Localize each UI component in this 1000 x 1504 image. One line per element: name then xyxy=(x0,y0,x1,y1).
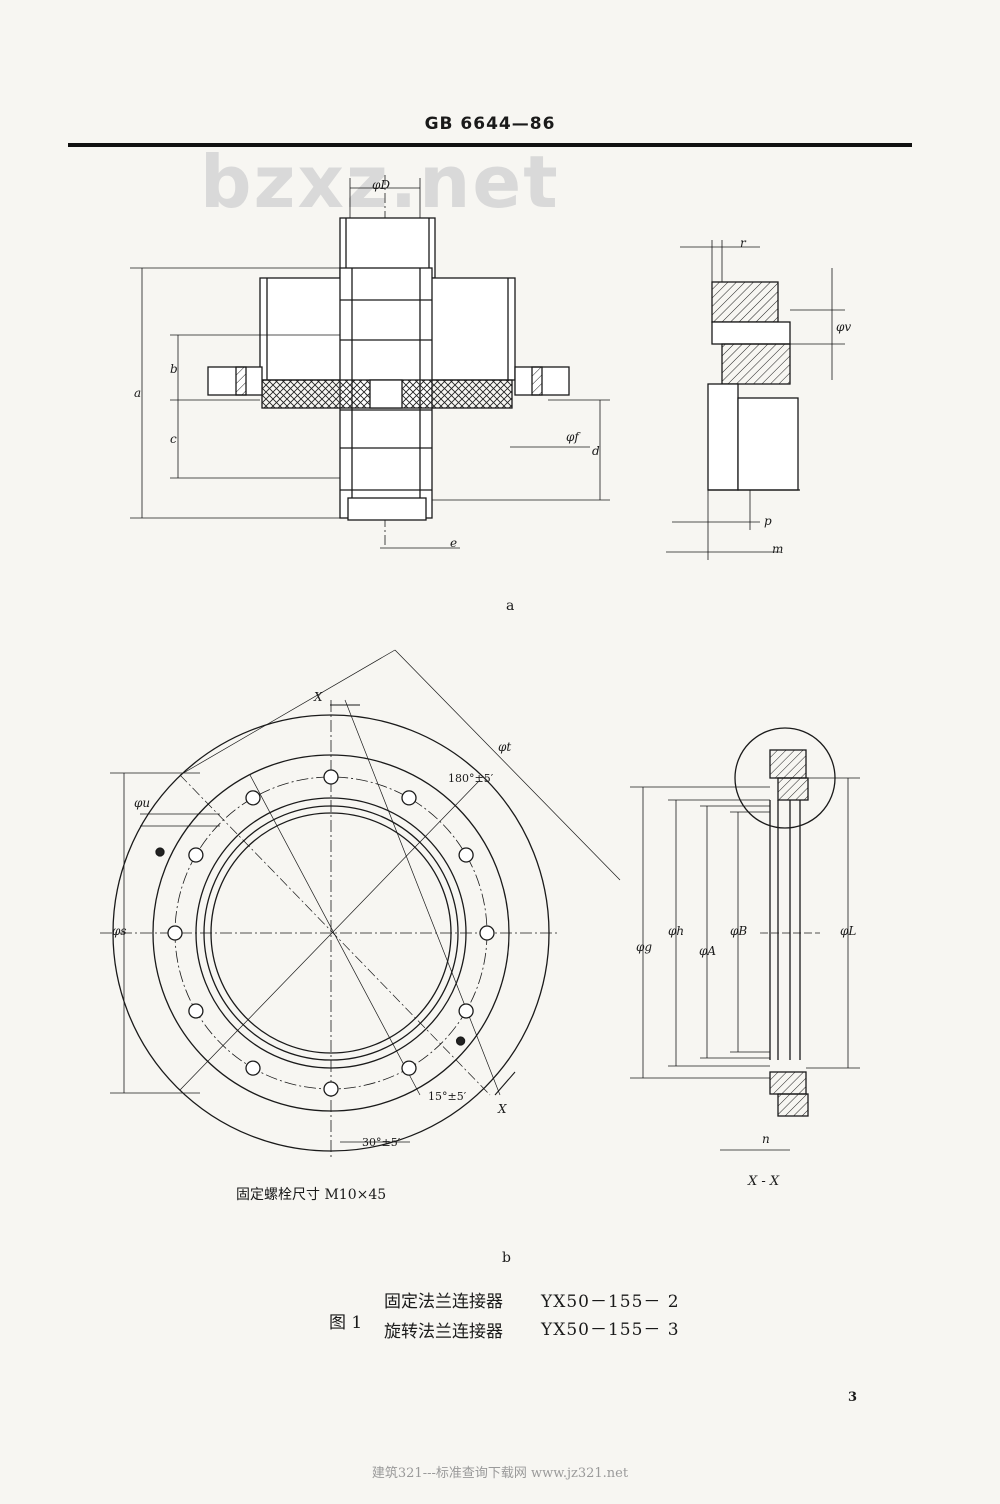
pin-hole xyxy=(155,847,165,857)
dim-v: φv xyxy=(836,320,852,334)
dim-X-bottom: X xyxy=(498,1102,507,1116)
caption-model-1: YX50－155－ 2 xyxy=(541,1292,680,1312)
standard-code: GB 6644—86 xyxy=(424,114,556,134)
bolt-hole xyxy=(458,1003,474,1019)
dim-g: φg xyxy=(636,940,653,954)
page-number: 3 xyxy=(848,1390,858,1405)
bolt-holes xyxy=(155,769,495,1097)
pin-hole xyxy=(455,1036,466,1046)
figure-b-label: b xyxy=(502,1250,511,1266)
dim-D: φD xyxy=(372,178,391,192)
caption-name-2: 旋转法兰连接器 xyxy=(384,1322,503,1342)
bolt-hole xyxy=(245,1060,261,1076)
caption-model-2: YX50－155－ 3 xyxy=(541,1320,680,1340)
angle-30: 30°±5′ xyxy=(362,1136,401,1149)
dim-n: n xyxy=(762,1132,770,1146)
bolt-hole xyxy=(245,790,261,806)
dim-h: φh xyxy=(668,924,685,938)
bolt-size-note: 固定螺栓尺寸 M10×45 xyxy=(236,1187,387,1203)
header-rule xyxy=(68,143,912,147)
dim-X-top: X xyxy=(314,690,323,704)
section-label: X - X xyxy=(748,1174,780,1189)
dim-L: φL xyxy=(840,924,857,938)
angle-180: 180°±5′ xyxy=(448,772,494,785)
caption-name-1: 固定法兰连接器 xyxy=(384,1292,503,1312)
bolt-hole xyxy=(188,847,204,863)
bolt-hole xyxy=(323,769,339,785)
site-footer: 建筑321---标准查询下载网 www.jz321.net xyxy=(371,1466,629,1481)
bolt-hole xyxy=(188,1003,204,1019)
angle-15: 15°±5′ xyxy=(428,1090,467,1103)
dim-a: a xyxy=(134,386,142,400)
dim-b: b xyxy=(170,362,178,376)
dim-s: φs xyxy=(112,924,127,938)
bolt-hole xyxy=(167,925,183,941)
bolt-hole xyxy=(323,1081,339,1097)
figure-b-front-view xyxy=(100,649,621,1160)
dim-m: m xyxy=(772,542,784,556)
dim-t: φt xyxy=(498,740,512,754)
dim-A: φA xyxy=(699,944,717,958)
dim-f: φf xyxy=(566,430,579,444)
dim-u: φu xyxy=(134,796,151,810)
dim-r: r xyxy=(740,236,746,250)
figure-b-section xyxy=(630,727,860,1151)
dim-p: p xyxy=(764,514,772,528)
bolt-hole xyxy=(458,847,474,863)
figure-a-detail xyxy=(666,240,845,560)
bolt-hole xyxy=(401,1060,417,1076)
dim-e: e xyxy=(450,536,458,550)
dim-d: d xyxy=(592,444,600,458)
figure-a-section xyxy=(130,175,610,549)
dim-c: c xyxy=(170,432,177,446)
figure-number: 图 1 xyxy=(329,1313,363,1333)
watermark: bzxz.net xyxy=(200,140,560,224)
figure-a-label: a xyxy=(506,598,515,614)
dim-B: φB xyxy=(730,924,748,938)
bolt-hole xyxy=(401,790,417,806)
bolt-hole xyxy=(479,925,495,941)
